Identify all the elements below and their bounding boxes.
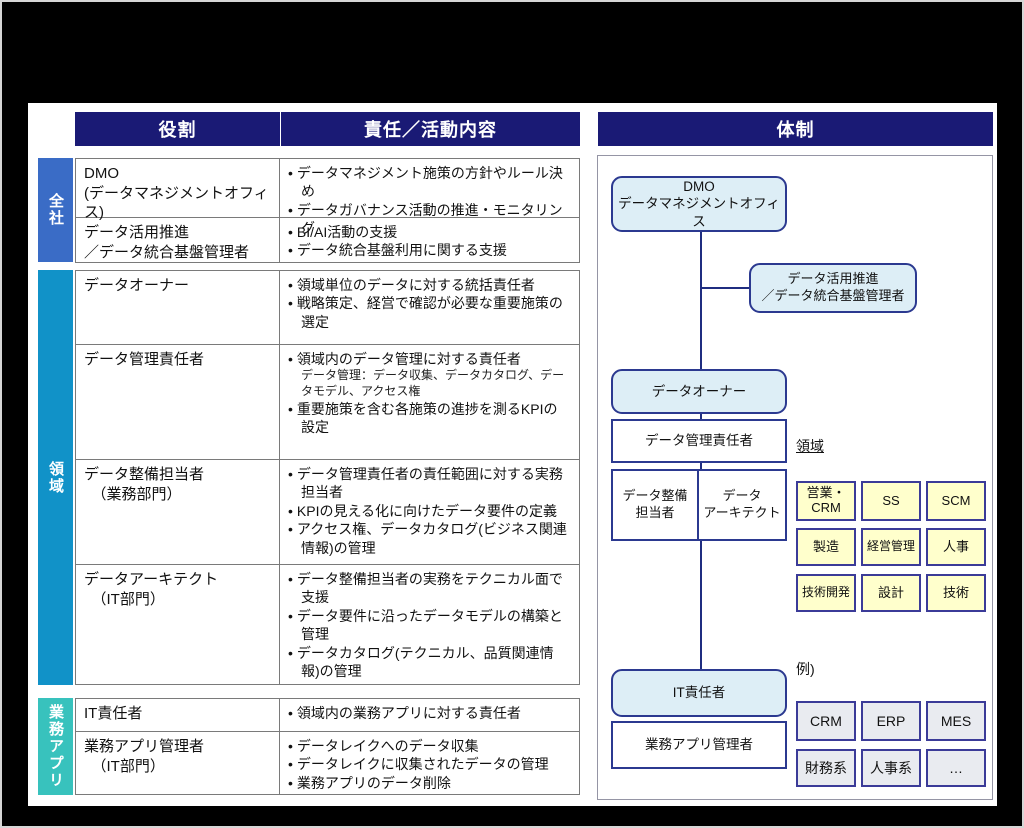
responsibility-item: アクセス権、データカタログ(ビジネス関連情報)の管理 xyxy=(288,520,571,557)
responsibility-item: データ管理責任者の責任範囲に対する実務担当者 xyxy=(288,465,571,502)
table-row: 業務アプリ管理者 （IT部門） データレイクへのデータ収集 データレイクに収集さ… xyxy=(76,731,579,794)
example-chip: 財務系 xyxy=(796,749,856,787)
org-box-steward-architect: データ整備 担当者 データ アーキテクト xyxy=(611,469,787,541)
domain-group-label: 領域 xyxy=(796,438,824,454)
role-cell: データ活用推進 ／データ統合基盤管理者 xyxy=(76,218,280,262)
responsibility-cell: データ整備担当者の実務をテクニカル面で支援 データ要件に沿ったデータモデルの構築… xyxy=(280,565,579,684)
org-box-it-manager: IT責任者 xyxy=(611,669,787,717)
responsibility-item: 戦略策定、経営で確認が必要な重要施策の選定 xyxy=(288,294,571,331)
domain-chip: 技術開発 xyxy=(796,574,856,612)
column-header-responsibility: 責任／活動内容 xyxy=(281,112,580,146)
responsibility-cell: BI/AI活動の支援 データ統合基盤利用に関する支援 xyxy=(280,218,579,262)
responsibility-cell: データレイクへのデータ収集 データレイクに収集されたデータの管理 業務アプリのデ… xyxy=(280,732,579,794)
responsibility-cell: データマネジメント施策の方針やルール決め データガバナンス活動の推進・モニタリン… xyxy=(280,159,579,236)
table-domain: データオーナー 領域単位のデータに対する統括責任者 戦略策定、経営で確認が必要な… xyxy=(75,270,580,685)
example-group-label: 例) xyxy=(796,661,815,677)
table-row: データアーキテクト （IT部門） データ整備担当者の実務をテクニカル面で支援 デ… xyxy=(76,564,579,684)
org-chart-panel: DMO データマネジメントオフィス データ活用推進 ／データ統合基盤管理者 デー… xyxy=(597,155,993,800)
role-cell: データオーナー xyxy=(76,271,280,344)
responsibility-item: KPIの見える化に向けたデータ要件の定義 xyxy=(288,502,571,520)
responsibility-item: 重要施策を含む各施策の進捗を測るKPIの設定 xyxy=(288,400,571,437)
role-cell: IT責任者 xyxy=(76,699,280,731)
domain-chip: SCM xyxy=(926,481,986,521)
org-connector-branch xyxy=(701,287,749,289)
table-companywide: DMO (データマネジメントオフィス) データマネジメント施策の方針やルール決め… xyxy=(75,158,580,263)
responsibility-item: データカタログ(テクニカル、品質関連情報)の管理 xyxy=(288,644,571,681)
org-box-data-architect: データ アーキテクト xyxy=(703,488,781,520)
domain-chip: 技術 xyxy=(926,574,986,612)
example-chip: ERP xyxy=(861,701,921,741)
role-cell: データ整備担当者 （業務部門） xyxy=(76,460,280,564)
role-cell: 業務アプリ管理者 （IT部門） xyxy=(76,732,280,794)
domain-chip: SS xyxy=(861,481,921,521)
role-cell: データアーキテクト （IT部門） xyxy=(76,565,280,684)
table-row: データ活用推進 ／データ統合基盤管理者 BI/AI活動の支援 データ統合基盤利用… xyxy=(76,217,579,262)
responsibility-item: BI/AI活動の支援 xyxy=(288,223,571,241)
org-box-app-manager: 業務アプリ管理者 xyxy=(611,721,787,769)
org-box-dmo: DMO データマネジメントオフィス xyxy=(611,176,787,232)
content-panel: 役割 責任／活動内容 体制 全社 領域 業務アプリ DMO (データマネジメント… xyxy=(28,103,997,806)
table-row: データ管理責任者 領域内のデータ管理に対する責任者 データ管理：データ収集、デー… xyxy=(76,344,579,459)
responsibility-cell: 領域内の業務アプリに対する責任者 xyxy=(280,699,579,731)
responsibility-item: 領域内の業務アプリに対する責任者 xyxy=(288,704,571,722)
responsibility-subnote: データ管理：データ収集、データカタログ、データモデル、アクセス権 xyxy=(301,368,565,399)
table-row: IT責任者 領域内の業務アプリに対する責任者 xyxy=(76,699,579,731)
org-box-data-steward: データ整備 担当者 xyxy=(613,471,699,539)
responsibility-cell: 領域内のデータ管理に対する責任者 データ管理：データ収集、データカタログ、データ… xyxy=(280,345,579,459)
table-row: データ整備担当者 （業務部門） データ管理責任者の責任範囲に対する実務担当者 K… xyxy=(76,459,579,564)
role-cell: データ管理責任者 xyxy=(76,345,280,459)
responsibility-item: データ要件に沿ったデータモデルの構築と管理 xyxy=(288,607,571,644)
table-row: DMO (データマネジメントオフィス) データマネジメント施策の方針やルール決め… xyxy=(76,159,579,236)
domain-chip: 営業・ CRM xyxy=(796,481,856,521)
domain-chip: 経営管理 xyxy=(861,528,921,566)
responsibility-item: 領域単位のデータに対する統括責任者 xyxy=(288,276,571,294)
table-business-app: IT責任者 領域内の業務アプリに対する責任者 業務アプリ管理者 （IT部門） デ… xyxy=(75,698,580,795)
column-header-organization: 体制 xyxy=(598,112,993,146)
domain-chip: 人事 xyxy=(926,528,986,566)
example-chip: 人事系 xyxy=(861,749,921,787)
org-box-data-owner: データオーナー xyxy=(611,369,787,414)
responsibility-item: 領域内のデータ管理に対する責任者 xyxy=(288,350,571,368)
org-box-data-manager: データ管理責任者 xyxy=(611,419,787,463)
responsibility-cell: データ管理責任者の責任範囲に対する実務担当者 KPIの見える化に向けたデータ要件… xyxy=(280,460,579,564)
responsibility-item: 業務アプリのデータ削除 xyxy=(288,774,571,792)
responsibility-item: データレイクへのデータ収集 xyxy=(288,737,571,755)
responsibility-item: データマネジメント施策の方針やルール決め xyxy=(288,164,571,201)
section-label-business-app: 業務アプリ xyxy=(38,698,73,795)
example-chip: … xyxy=(926,749,986,787)
domain-chip: 設計 xyxy=(861,574,921,612)
responsibility-item: データレイクに収集されたデータの管理 xyxy=(288,755,571,773)
table-row: データオーナー 領域単位のデータに対する統括責任者 戦略策定、経営で確認が必要な… xyxy=(76,271,579,344)
column-header-role: 役割 xyxy=(75,112,280,146)
domain-chip: 製造 xyxy=(796,528,856,566)
responsibility-item: データ整備担当者の実務をテクニカル面で支援 xyxy=(288,570,571,607)
responsibility-item: データ統合基盤利用に関する支援 xyxy=(288,241,571,259)
responsibility-cell: 領域単位のデータに対する統括責任者 戦略策定、経営で確認が必要な重要施策の選定 xyxy=(280,271,579,344)
example-chip: MES xyxy=(926,701,986,741)
section-label-companywide: 全社 xyxy=(38,158,73,262)
role-cell: DMO (データマネジメントオフィス) xyxy=(76,159,280,221)
example-chip: CRM xyxy=(796,701,856,741)
section-label-domain: 領域 xyxy=(38,270,73,685)
org-box-data-utilization: データ活用推進 ／データ統合基盤管理者 xyxy=(749,263,917,313)
